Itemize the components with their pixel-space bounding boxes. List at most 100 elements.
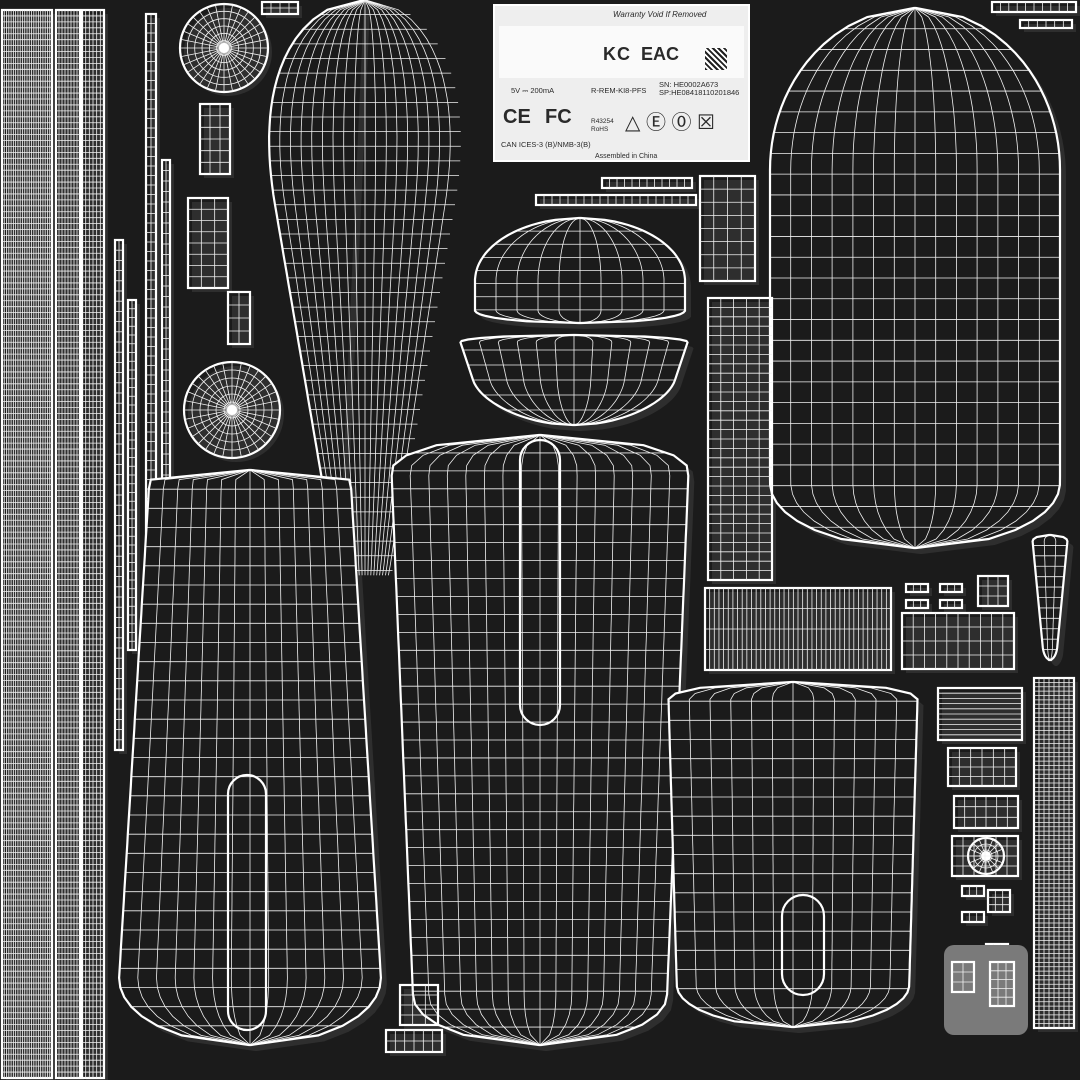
scroll-wheel-disc-bottom: [182, 360, 282, 460]
small-square-piece: [986, 888, 1012, 914]
mouse-base-shell-col-line: [465, 434, 540, 1046]
tiny-piece: [960, 884, 986, 898]
scroll-wheel-disc-top-spoke: [223, 16, 256, 49]
scroll-wheel-disc-top-spoke: [215, 4, 225, 49]
scroll-wheel-disc-top-spoke: [192, 16, 225, 49]
uv-strip-left-a: [0, 8, 54, 1080]
gray-patch-detail-a: [950, 960, 976, 994]
scroll-wheel-disc-top-spoke: [180, 47, 225, 57]
serial-number: SN: HE0002A673: [659, 80, 719, 89]
certification-symbols-icon: △ Ⓔ ⓪ ☒: [625, 112, 715, 134]
side-piece-c: [226, 290, 252, 346]
scroll-wheel-disc-bottom-spoke: [213, 365, 233, 411]
button-cap-bottom-col-line: [574, 334, 632, 426]
scroll-wheel-disc-bottom-spoke: [231, 383, 273, 411]
mouse-side-shell-left-col-line: [250, 469, 344, 1046]
mouse-top-shell-col-line: [364, 0, 387, 576]
scroll-wheel-disc-bottom-hub: [227, 405, 237, 415]
mouse-base-shell-col-line: [521, 434, 541, 1046]
mouse-bottom-shell-col-line: [793, 681, 856, 1028]
button-cap-top-col-line: [580, 217, 623, 324]
mouse-bottom-shell-col-line: [751, 681, 793, 1028]
mouse-bottom-shell-col-line: [688, 681, 793, 1028]
bottom-box-piece: [398, 983, 440, 1027]
mouse-top-shell-col-line: [365, 0, 419, 576]
scroll-wheel-disc-bottom-spoke: [231, 375, 267, 411]
scroll-wheel-disc-top-spoke: [223, 11, 249, 49]
button-cap-bottom-border: [459, 333, 689, 427]
panel-lines-b: [900, 611, 1016, 671]
mouse-outer-shell-col-line: [831, 7, 915, 549]
mouse-base-shell-col-line: [502, 434, 540, 1046]
scroll-wheel-disc-bottom-spoke: [231, 409, 251, 455]
mouse-bottom-shell-col-line: [771, 681, 794, 1028]
mouse-outer-shell-col-line: [873, 7, 915, 549]
mouse-side-shell-left-col-line: [137, 469, 250, 1046]
tiny-piece-frame: [960, 884, 986, 898]
mouse-outer-shell-col-line: [915, 7, 1019, 549]
mouse-bottom-shell-col-line: [793, 681, 877, 1028]
scroll-wheel-disc-bottom-spoke: [231, 409, 277, 429]
scroll-wheel-disc-bottom-spoke: [184, 409, 233, 420]
button-cap-bottom: [459, 333, 689, 427]
scroll-wheel-disc-top-spoke: [223, 47, 265, 66]
mouse-top-shell: [267, 0, 461, 576]
mouse-top-shell-col-line: [332, 0, 365, 576]
side-piece-b: [186, 196, 230, 290]
mouse-bottom-shell: [667, 680, 919, 1029]
right-curved-strip: [1031, 533, 1069, 662]
mouse-base-shell-col-line: [409, 434, 540, 1046]
mouse-base-shell-col-line: [540, 434, 671, 1046]
scroll-wheel-disc-bottom-spoke: [184, 400, 233, 411]
panel-lines-a: [703, 586, 893, 672]
right-panel-c-shadow: [942, 692, 1026, 744]
scroll-wheel-disc-bottom-spoke: [231, 409, 273, 437]
right-curved-strip-border: [1031, 533, 1069, 662]
button-cap-top-col-line: [580, 217, 644, 324]
scroll-wheel-disc-top-spoke: [183, 47, 225, 66]
mouse-side-shell-left-col-line: [250, 469, 307, 1046]
scroll-wheel-disc-bottom-spoke: [205, 409, 233, 451]
small-square-piece-frame: [986, 888, 1012, 914]
qr-code-icon: [705, 48, 727, 70]
button-cap-bottom-col-line: [574, 334, 613, 426]
mouse-side-shell-left-col-line: [174, 469, 250, 1046]
vertical-panel-b-shadow: [712, 302, 776, 584]
tiny-button-piece: [904, 582, 930, 594]
scroll-wheel-disc-bottom-spoke: [191, 383, 233, 411]
fc-mark-icon: FC: [545, 106, 572, 128]
mouse-base-shell: [390, 433, 690, 1047]
mouse-outer-shell-col-line: [915, 7, 978, 549]
mouse-outer-shell-col-line: [893, 7, 916, 549]
mouse-side-shell-left-col-line: [212, 469, 250, 1046]
mouse-top-shell-col-line: [364, 0, 377, 576]
scroll-wheel-disc-top-spoke: [223, 47, 233, 92]
scroll-wheel-disc-bottom-spoke: [213, 409, 233, 455]
mouse-base-shell-col-line: [540, 434, 578, 1046]
button-cap-top-col-line: [558, 217, 580, 324]
mouse-top-shell-col-line: [353, 0, 366, 576]
scroll-wheel-disc-bottom-spoke: [231, 409, 242, 458]
mouse-base-shell-col-line: [446, 434, 540, 1046]
horizontal-strip-b: [600, 176, 694, 190]
scroll-wheel-disc-top-spoke: [223, 47, 261, 73]
button-cap-bottom-col-line: [574, 334, 594, 426]
scroll-wheel-disc-bottom-spoke: [231, 365, 251, 411]
scroll-wheel-disc-top-spoke: [187, 47, 225, 73]
scroll-wheel-disc-bottom-spoke: [231, 400, 280, 411]
scroll-wheel-disc-bottom-spoke: [231, 409, 267, 445]
top-right-rect: [1018, 18, 1074, 30]
mouse-side-shell-left-col-line: [250, 469, 288, 1046]
mouse-bottom-shell-col-line: [792, 681, 815, 1028]
oval-piece-shadow: [958, 800, 1022, 832]
warranty-text: Warranty Void If Removed: [613, 10, 707, 19]
top-small-rect: [260, 0, 300, 16]
gray-patch-detail-b: [988, 960, 1016, 1008]
mouse-outer-shell-col-line: [914, 7, 937, 549]
uv-strip-thin-3: [126, 298, 138, 652]
mouse-outer-shell-border: [768, 6, 1062, 550]
right-curved-strip-col-line: [1049, 534, 1057, 661]
scroll-wheel-disc-top-spoke: [199, 11, 225, 49]
tiny-button-piece-frame: [904, 598, 930, 610]
tiny-button-piece: [904, 598, 930, 610]
